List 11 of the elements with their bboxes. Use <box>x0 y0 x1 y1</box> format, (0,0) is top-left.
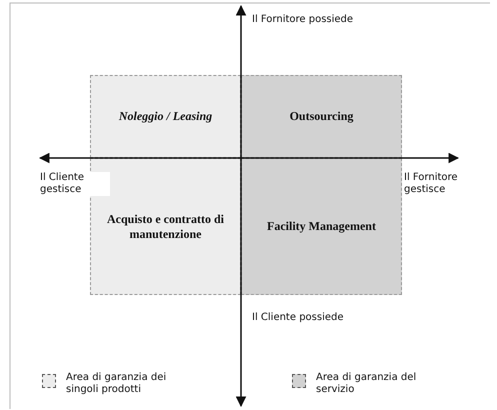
quadrant-label: Acquisto e contratto di manutenzione <box>106 212 225 242</box>
quadrant-area <box>241 158 402 295</box>
quadrant-label: Outsourcing <box>290 109 354 124</box>
legend-text: Area di garanzia dei singoli prodotti <box>66 372 168 396</box>
quadrant-area <box>241 75 402 158</box>
quadrant-label: Facility Management <box>267 219 376 234</box>
legend-text: Area di garanzia del servizio <box>316 372 418 396</box>
quadrant-area <box>90 158 241 295</box>
axis-label: Il Cliente gestisce <box>40 172 110 196</box>
quadrant-area <box>90 75 241 158</box>
quadrant-label: Noleggio / Leasing <box>118 109 212 124</box>
